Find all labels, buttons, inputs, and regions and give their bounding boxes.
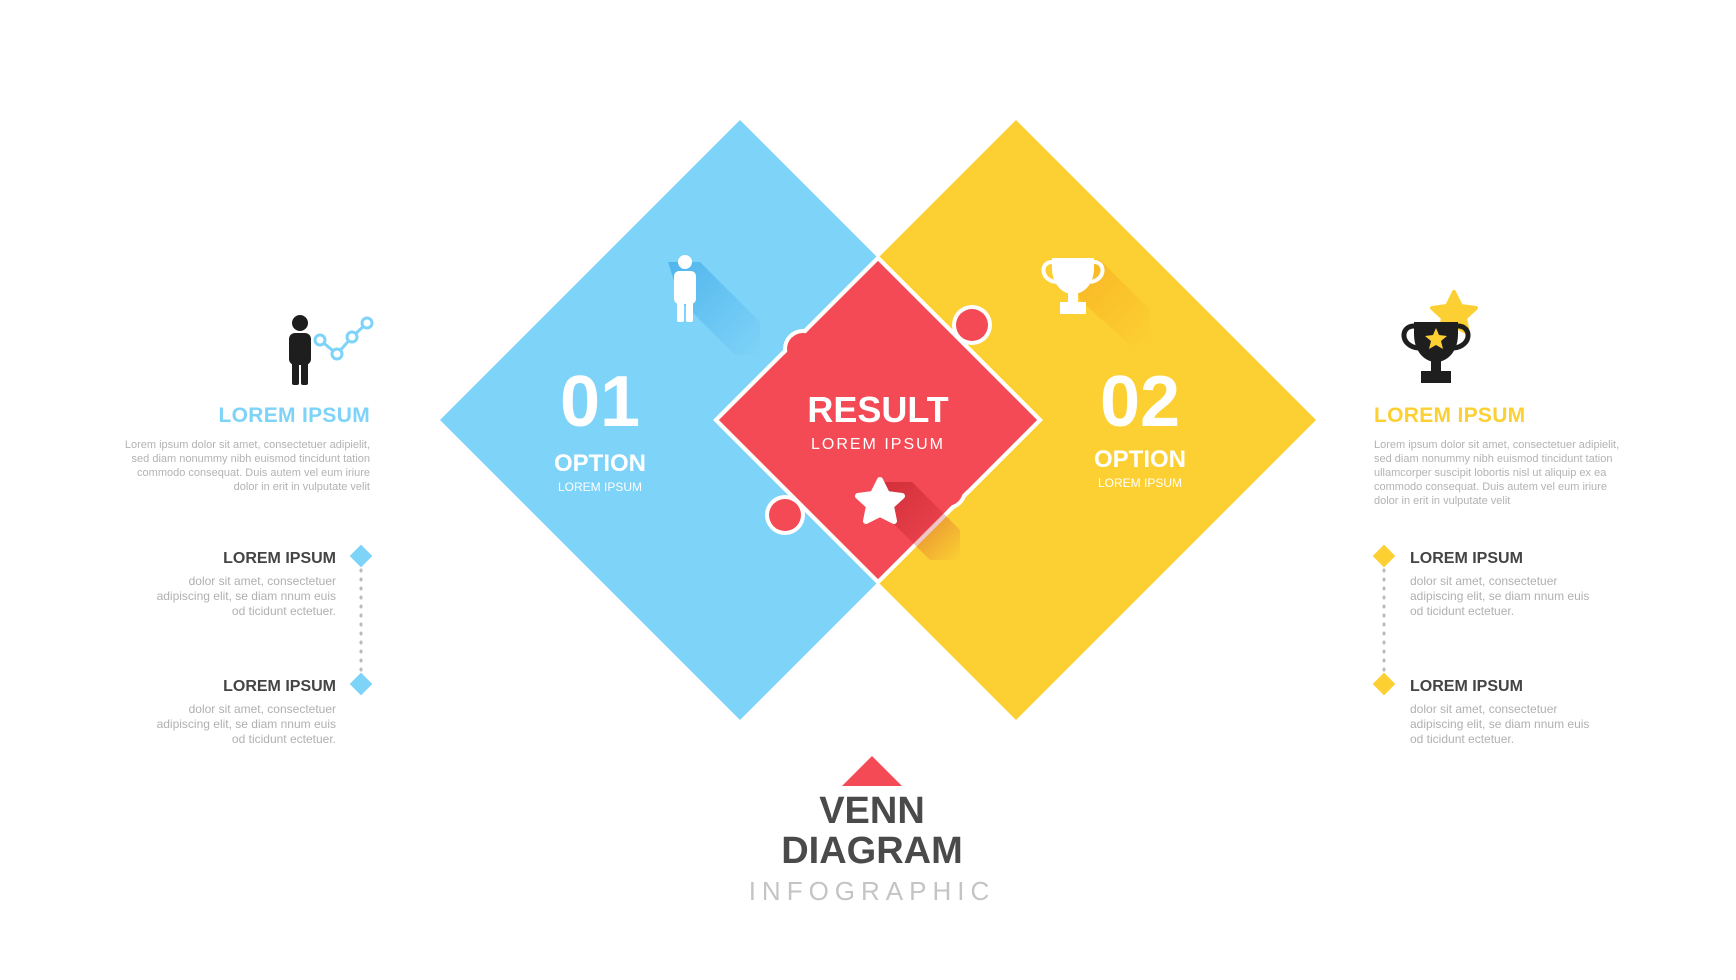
- option1-sublabel: LOREM IPSUM: [557, 480, 642, 494]
- result-subtitle: LOREM IPSUM: [810, 436, 945, 453]
- right-item2-marker: [1372, 672, 1396, 696]
- right-timeline: [1372, 544, 1396, 696]
- left-item1-marker: [349, 544, 373, 568]
- footer-title-line1: VENN: [819, 790, 925, 832]
- option1-number: 01: [559, 362, 641, 442]
- right-item2-text: dolor sit amet, consectetuer adipiscing …: [1410, 702, 1590, 746]
- left-heading: LOREM IPSUM: [218, 404, 370, 427]
- footer-title-line2: DIAGRAM: [781, 830, 963, 872]
- trophy-star-icon: [1401, 290, 1478, 383]
- puzzle-knob-bottom-left-fill: [769, 499, 801, 531]
- left-item2-marker: [349, 672, 373, 696]
- left-item1-text: dolor sit amet, consectetuer adipiscing …: [156, 574, 336, 618]
- right-item1-marker: [1372, 544, 1396, 568]
- option2-sublabel: LOREM IPSUM: [1097, 476, 1182, 490]
- left-description: Lorem ipsum dolor sit amet, consectetuer…: [124, 439, 370, 493]
- result-diamond-overlay: [719, 261, 1037, 579]
- result-title: RESULT: [807, 389, 949, 430]
- left-timeline: [349, 544, 373, 696]
- right-description: Lorem ipsum dolor sit amet, consectetuer…: [1374, 439, 1620, 507]
- option2-number: 02: [1099, 362, 1181, 442]
- right-item2-title: LOREM IPSUM: [1410, 678, 1523, 695]
- option1-label: OPTION: [553, 450, 646, 477]
- option2-label: OPTION: [1093, 446, 1186, 473]
- right-item1-text: dolor sit amet, consectetuer adipiscing …: [1410, 574, 1590, 618]
- footer-triangle: [842, 756, 902, 786]
- left-item1-title: LOREM IPSUM: [223, 550, 336, 567]
- right-item1-title: LOREM IPSUM: [1410, 550, 1523, 567]
- footer-subtitle: INFOGRAPHIC: [748, 876, 996, 906]
- left-item2-text: dolor sit amet, consectetuer adipiscing …: [156, 702, 336, 746]
- left-item2-title: LOREM IPSUM: [223, 678, 336, 695]
- puzzle-knob-top-right-fill: [956, 309, 988, 341]
- star-icon: [855, 477, 960, 560]
- right-heading: LOREM IPSUM: [1374, 404, 1526, 427]
- trophy-icon: [1041, 258, 1150, 345]
- person-growth-chart-icon: [289, 315, 374, 385]
- person-icon: [668, 255, 760, 355]
